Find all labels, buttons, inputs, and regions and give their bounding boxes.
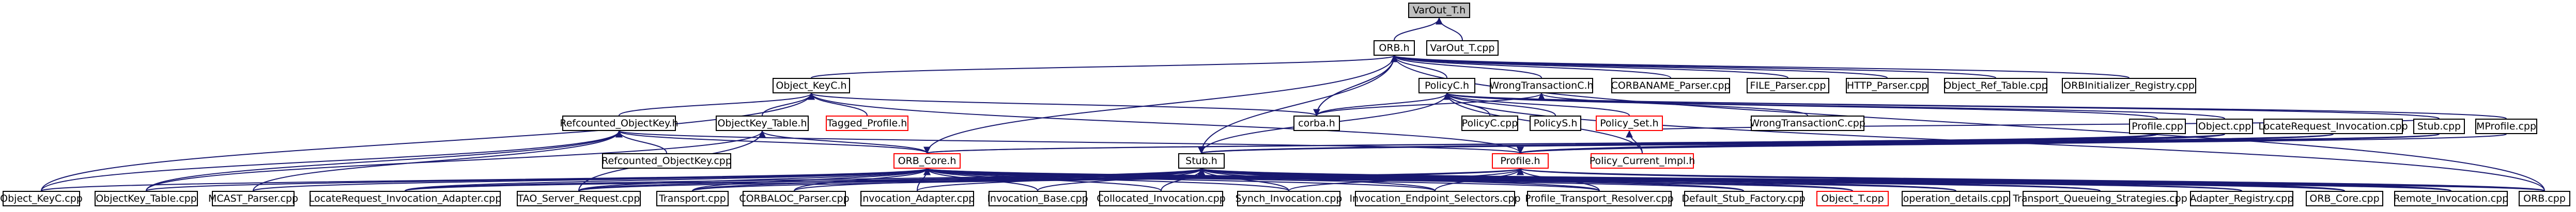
edge-orb-core-h-to-tao-server-request-cpp — [578, 168, 931, 191]
node-wrongtransactionc-cpp[interactable]: WrongTransactionC.cpp — [1750, 116, 1865, 131]
edge-policy-set-h-to-policy-current-impl-h — [1626, 130, 1643, 154]
node-objectkey-table-h[interactable]: ObjectKey_Table.h — [716, 116, 809, 131]
edge-wrongtransactionc-h-to-wrongtransactionc-cpp — [1538, 92, 1808, 116]
node-object-keyc-cpp[interactable]: Object_KeyC.cpp — [0, 191, 83, 206]
edge-orb-h-to-orbinitializer-registry-cpp — [1391, 55, 2130, 78]
node-policyc-h[interactable]: PolicyC.h — [1418, 78, 1475, 93]
node-profile-h[interactable]: Profile.h — [1492, 153, 1549, 169]
edge-policyc-h-to-object-cpp — [1443, 92, 2225, 119]
edge-policyc-h-to-corba-h — [1316, 92, 1451, 116]
edge-refcounted-objectkey-h-to-profile-h — [616, 130, 1521, 154]
edge-refcounted-objectkey-h-to-objectkey-table-cpp — [146, 130, 623, 191]
node-locaterequest-invocation-adapter-cpp[interactable]: LocateRequest_Invocation_Adapter.cpp — [309, 191, 501, 206]
edge-object-keyc-h-to-corba-h — [808, 92, 1317, 116]
edge-profile-h-to-synch-invocation-cpp — [1288, 168, 1524, 191]
edge-corba-h-to-orb-h — [1313, 55, 1395, 117]
node-adapter-registry-cpp[interactable]: Adapter_Registry.cpp — [2190, 191, 2293, 206]
edge-orb-core-h-to-locaterequest-invocation-adapter-cpp — [405, 168, 931, 191]
node-refcounted-objectkey-cpp[interactable]: Refcounted_ObjectKey.cpp — [601, 153, 732, 169]
edge-varout-t-h-to-varout-t-cpp — [1436, 17, 1463, 41]
node-locaterequest-invocation-cpp[interactable]: LocateRequest_Invocation.cpp — [2258, 119, 2408, 134]
edge-refcounted-objectkey-h-to-object-keyc-cpp — [41, 130, 623, 191]
node-operation-details-cpp[interactable]: operation_details.cpp — [1902, 191, 2010, 206]
node-object-cpp[interactable]: Object.cpp — [2196, 119, 2253, 134]
node-wrongtransactionc-h[interactable]: WrongTransactionC.h — [1489, 78, 1594, 93]
node-invocation-base-cpp[interactable]: Invocation_Base.cpp — [987, 191, 1088, 206]
edge-policyc-h-to-mprofile-cpp — [1444, 92, 2507, 119]
node-profile-cpp[interactable]: Profile.cpp — [2129, 119, 2186, 134]
node-mprofile-cpp[interactable]: MProfile.cpp — [2475, 119, 2537, 134]
edge-object-keyc-h-to-profile-h — [808, 92, 1521, 154]
node-tao-server-request-cpp[interactable]: TAO_Server_Request.cpp — [517, 191, 641, 206]
node-remote-invocation-cpp[interactable]: Remote_Invocation.cpp — [2394, 191, 2508, 206]
edge-stub-h-to-locaterequest-invocation-adapter-cpp — [405, 168, 1205, 191]
edge-stub-h-to-invocation-endpoint-selectors-cpp — [1198, 168, 1436, 191]
node-http-parser-cpp[interactable]: HTTP_Parser.cpp — [1846, 78, 1929, 93]
edge-profile-h-to-mprofile-cpp — [1517, 134, 2507, 154]
edge-policyc-h-to-policys-h — [1443, 92, 1556, 116]
edge-refcounted-objectkey-h-to-mcast-parser-cpp — [253, 130, 623, 191]
node-object-t-cpp[interactable]: Object_T.cpp — [1816, 191, 1889, 206]
node-policy-set-h[interactable]: Policy_Set.h — [1596, 116, 1663, 131]
node-synch-invocation-cpp[interactable]: Synch_Invocation.cpp — [1236, 191, 1342, 206]
edge-profile-h-to-tao-server-request-cpp — [578, 168, 1523, 191]
edge-objectkey-table-h-to-orb-core-h — [759, 130, 928, 154]
node-default-stub-factory-cpp[interactable]: Default_Stub_Factory.cpp — [1682, 191, 1806, 206]
edge-stub-h-to-orb-cpp — [1198, 168, 2545, 191]
edge-orb-core-h-to-mcast-parser-cpp — [253, 168, 931, 191]
edge-orb-h-to-object-keyc-h — [811, 55, 1398, 78]
node-stub-h[interactable]: Stub.h — [1178, 153, 1225, 169]
node-orbinitializer-registry-cpp[interactable]: ORBInitializer_Registry.cpp — [2062, 78, 2196, 93]
node-object-ref-table-cpp[interactable]: Object_Ref_Table.cpp — [1943, 78, 2048, 93]
node-transport-cpp[interactable]: Transport.cpp — [656, 191, 729, 206]
node-orb-core-cpp[interactable]: ORB_Core.cpp — [2306, 191, 2383, 206]
edge-objectkey-table-h-to-objectkey-table-cpp — [146, 130, 766, 191]
node-orb-core-h[interactable]: ORB_Core.h — [893, 153, 961, 169]
node-profile-transport-resolver-cpp[interactable]: Profile_Transport_Resolver.cpp — [1525, 191, 1674, 206]
node-corbaname-parser-cpp[interactable]: CORBANAME_Parser.cpp — [1611, 78, 1730, 93]
node-policy-current-impl-h[interactable]: Policy_Current_Impl.h — [1590, 153, 1695, 169]
node-invocation-endpoint-selectors-cpp[interactable]: Invocation_Endpoint_Selectors.cpp — [1349, 191, 1521, 206]
node-invocation-adapter-cpp[interactable]: Invocation_Adapter.cpp — [860, 191, 975, 206]
edge-profile-h-to-orb-cpp — [1517, 168, 2545, 191]
node-orb-h[interactable]: ORB.h — [1374, 40, 1415, 56]
node-object-keyc-h[interactable]: Object_KeyC.h — [773, 78, 850, 93]
edge-object-keyc-h-to-refcounted-objectkey-h — [619, 92, 815, 116]
node-refcounted-objectkey-h[interactable]: Refcounted_ObjectKey.h — [560, 116, 678, 131]
edge-object-keyc-h-to-object-keyc-cpp — [41, 92, 815, 191]
node-varout-t-cpp[interactable]: VarOut_T.cpp — [1426, 40, 1499, 56]
node-objectkey-table-cpp[interactable]: ObjectKey_Table.cpp — [95, 191, 198, 206]
node-tagged-profile-h[interactable]: Tagged_Profile.h — [826, 116, 908, 131]
edge-orb-h-to-wrongtransactionc-h — [1391, 55, 1542, 78]
edge-wrongtransactionc-h-to-corba-h — [1316, 92, 1545, 116]
edge-policyc-h-to-policy-set-h — [1443, 92, 1630, 116]
node-corba-h[interactable]: corba.h — [1293, 116, 1340, 131]
node-transport-queueing-strategies-cpp[interactable]: Transport_Queueing_Strategies.cpp — [2013, 191, 2187, 206]
edge-orb-core-h-to-corbaloc-parser-cpp — [794, 168, 931, 191]
node-orb-cpp[interactable]: ORB.cpp — [2519, 191, 2570, 206]
node-mcast-parser-cpp[interactable]: MCAST_Parser.cpp — [208, 191, 298, 206]
edge-orb-h-to-corbaname-parser-cpp — [1391, 55, 1671, 78]
node-policys-h[interactable]: PolicyS.h — [1530, 116, 1581, 131]
edge-orb-h-to-stub-h — [1201, 55, 1398, 154]
edge-refcounted-objectkey-h-to-orb-core-h — [615, 130, 928, 154]
node-corbaloc-parser-cpp[interactable]: CORBALOC_Parser.cpp — [739, 191, 850, 206]
edge-orb-h-to-orb-core-h — [927, 55, 1398, 154]
node-file-parser-cpp[interactable]: FILE_Parser.cpp — [1747, 78, 1829, 93]
node-collocated-invocation-cpp[interactable]: Collocated_Invocation.cpp — [1097, 191, 1226, 206]
node-policyc-cpp[interactable]: PolicyC.cpp — [1461, 116, 1518, 131]
node-varout-t-h: VarOut_T.h — [1408, 3, 1470, 18]
node-stub-cpp[interactable]: Stub.cpp — [2413, 119, 2465, 134]
